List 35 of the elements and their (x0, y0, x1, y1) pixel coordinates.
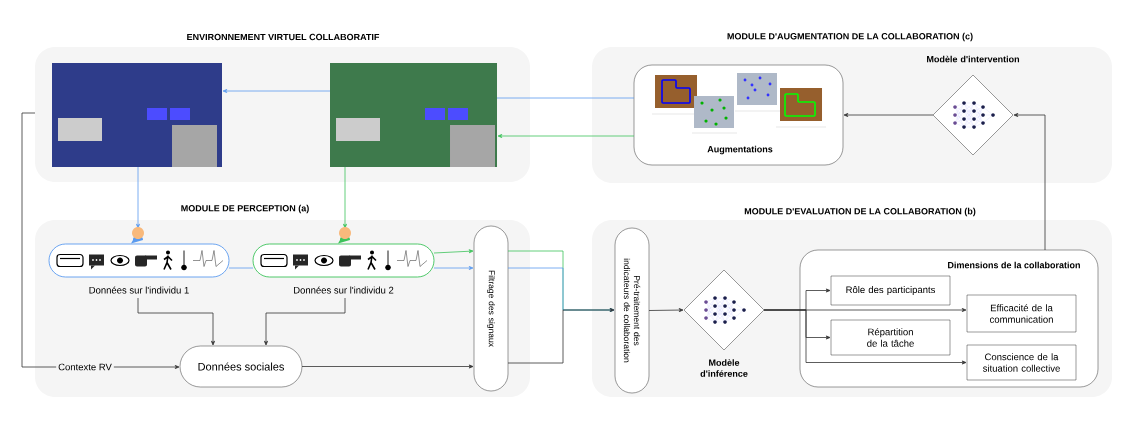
arrow (507, 308, 615, 364)
arrow (497, 134, 635, 138)
screenshot-picture (52, 63, 222, 167)
data-pill: Données sur l'individu 1 (48, 243, 230, 294)
node-label: MODULE DE PERCEPTION (a) (181, 204, 309, 214)
arrow (222, 89, 331, 93)
arrow (343, 166, 347, 229)
node-label: MODULE D'EVALUATION DE LA COLLABORATION (b) (744, 207, 976, 217)
dimension-box: Répartition de la tâche (830, 319, 951, 356)
arrow (763, 309, 967, 365)
arrow (264, 297, 346, 346)
rounded-box: Augmentations (633, 64, 844, 166)
node-label: ENVIRONNEMENT VIRTUEL COLLABORATIF (187, 33, 380, 41)
dimension-box: Conscience de la situation collective (966, 344, 1077, 381)
data-pill: Données sur l'individu 2 (252, 243, 435, 294)
node-label: MODULE D'AUGMENTATION DE LA COLLABORATION (c) (727, 32, 973, 42)
process-pill: Pré-traitement des indicateurs de collaboration (614, 227, 650, 394)
arrow (1013, 113, 1046, 251)
arrow (648, 308, 684, 313)
edge-label: Contexte RV (56, 361, 114, 373)
arrow (433, 249, 474, 254)
arrow (433, 266, 474, 270)
data-pill: Données sociales (179, 345, 303, 388)
node-label: Données sur l'individu 2 (294, 286, 394, 294)
node-label: Données sur l'individu 1 (89, 286, 189, 294)
node-label: Modèle d'intervention (927, 55, 1020, 63)
dimension-box: Rôle des participants (830, 275, 951, 306)
process-pill: Filtrage des signaux (473, 225, 509, 392)
node-label: Modèle d'inférence (700, 359, 748, 377)
screenshot-picture (330, 63, 497, 167)
arrow (136, 166, 140, 229)
arrow (301, 364, 474, 369)
dimension-box: Efficacité de la communication (966, 294, 1077, 333)
arrow (843, 113, 934, 117)
arrow (137, 297, 215, 346)
